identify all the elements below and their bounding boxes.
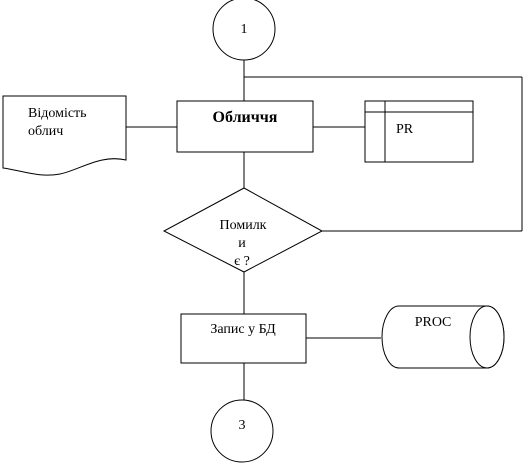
decision-label-line1: Помилк — [220, 218, 267, 233]
connector-start-label: 1 — [241, 22, 248, 37]
process-box: Обличчя — [176, 100, 314, 153]
process-label: Обличчя — [213, 109, 278, 126]
decision-label-line3: є ? — [234, 254, 250, 269]
datastore-label: PR — [396, 122, 414, 137]
decision-diamond: Помилк и є ? — [162, 187, 324, 273]
connector-end-label: 3 — [239, 418, 246, 433]
document-label-line2: облич — [28, 124, 63, 139]
document-label-line1: Відомість — [28, 106, 87, 121]
connector-lines — [126, 58, 523, 403]
write-process-box: Запис у БД — [180, 313, 307, 364]
decision-label-line2: и — [238, 236, 246, 251]
datastore-shape: PR — [364, 100, 474, 163]
connector-start: 1 — [212, 0, 276, 61]
database-cylinder: PROC — [381, 305, 505, 369]
document-shape: Відомість облич — [2, 95, 127, 176]
database-label: PROC — [415, 315, 452, 330]
write-process-label: Запис у БД — [210, 322, 276, 337]
connector-end: 3 — [210, 399, 274, 463]
